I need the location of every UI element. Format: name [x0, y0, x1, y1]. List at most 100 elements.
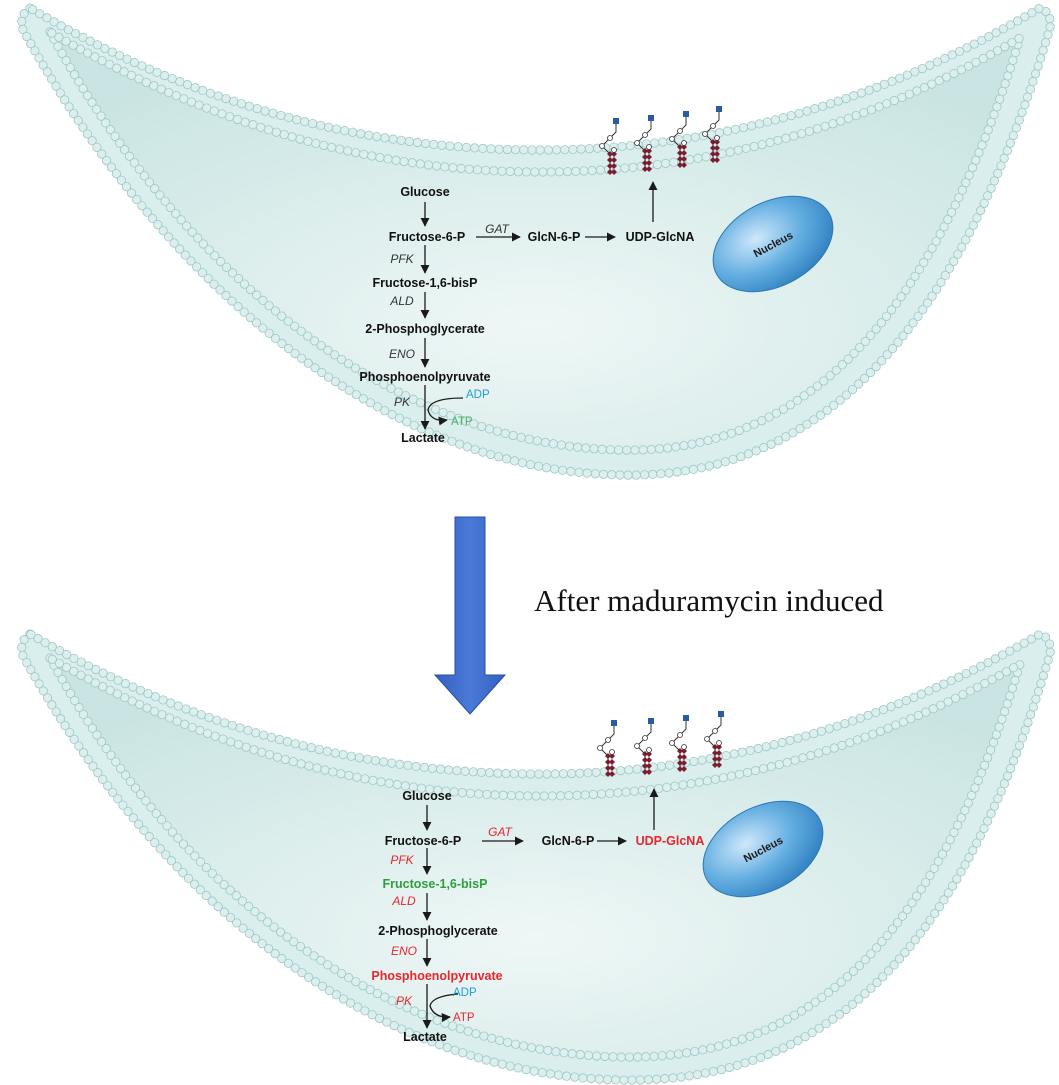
glycan-square	[716, 106, 722, 112]
lipid-head	[967, 163, 978, 173]
lipid-head	[611, 1075, 621, 1085]
lipid-head	[952, 874, 962, 884]
lipid-head	[583, 1050, 594, 1060]
lipid-head	[17, 642, 27, 653]
lipid-head	[917, 63, 927, 74]
glycan-diamond	[646, 154, 652, 160]
lipid-head	[119, 145, 130, 155]
lipid-head	[158, 695, 168, 705]
lipid-head	[221, 290, 231, 301]
glycan-diamond	[712, 750, 718, 756]
lipid-head	[746, 121, 757, 131]
lipid-head	[897, 92, 907, 103]
lipid-head	[1011, 123, 1021, 133]
lipid-head	[781, 432, 791, 442]
lipid-head	[590, 469, 600, 479]
lipid-head	[702, 776, 712, 786]
lipid-head	[171, 209, 181, 219]
lipid-head	[219, 907, 229, 917]
lipid-head	[575, 768, 585, 778]
arrow-adp-atp	[427, 397, 464, 426]
2-phosphoglycerate-label: 2-Phosphoglycerate	[378, 924, 498, 938]
lipid-head	[204, 712, 214, 723]
2-phosphoglycerate-label: 2-Phosphoglycerate	[365, 322, 485, 336]
glycan-circle	[599, 143, 605, 149]
lipid-head	[338, 750, 348, 760]
lipid-head	[690, 132, 700, 142]
lipid-head	[630, 445, 640, 455]
glycan-circle	[681, 744, 687, 750]
lipid-head	[1017, 107, 1027, 118]
lipid-head	[871, 943, 882, 953]
lipid-head	[289, 937, 299, 947]
adp-label: ADP	[453, 987, 477, 999]
lipid-head	[447, 436, 457, 446]
lipid-head	[225, 912, 236, 923]
lipid-head	[913, 710, 923, 721]
lipid-head	[877, 937, 887, 947]
lipid-head	[151, 808, 161, 819]
lipid-head	[105, 125, 115, 135]
glycan-diamond	[646, 160, 652, 166]
lipid-head	[824, 724, 834, 734]
lipid-head	[927, 291, 937, 301]
lipid-head	[627, 1075, 637, 1085]
lipid-head	[550, 464, 560, 474]
lipid-head	[721, 750, 731, 761]
lipid-head	[712, 459, 722, 469]
lipid-head	[939, 222, 949, 232]
lipid-head	[521, 1064, 531, 1075]
lipid-head	[876, 318, 886, 328]
lipid-head	[119, 67, 129, 77]
lipid-head	[711, 433, 721, 443]
glcn-6-p-label: GlcN-6-P	[542, 834, 595, 848]
lipid-head	[178, 839, 189, 849]
lipid-head	[135, 699, 145, 710]
lipid-head	[1000, 42, 1010, 52]
lipid-head	[860, 955, 870, 965]
lipid-head	[209, 279, 219, 289]
lipid-head	[295, 941, 306, 952]
lipid-head	[271, 127, 281, 137]
lipid-head	[368, 775, 378, 785]
lipid-head	[701, 152, 711, 162]
lipid-head	[432, 1015, 442, 1025]
lipid-head	[1033, 630, 1043, 640]
lipid-head	[149, 706, 160, 716]
lipid-head	[792, 395, 802, 406]
glycan-square	[718, 711, 724, 717]
lipid-head	[26, 39, 36, 49]
lipid-head	[430, 404, 441, 414]
lipid-head	[156, 84, 166, 94]
lipid-head	[47, 700, 57, 710]
lipid-head	[810, 997, 820, 1007]
lipid-head	[190, 851, 200, 861]
lipid-head	[883, 966, 894, 976]
glycan-circle	[669, 740, 675, 746]
lipid-head	[790, 755, 800, 765]
lipid-head	[909, 692, 919, 702]
glycan-diamond	[677, 162, 683, 168]
lipid-head	[656, 761, 667, 771]
lipid-head	[429, 139, 439, 149]
lipid-head	[654, 783, 664, 794]
lipid-head	[912, 86, 922, 96]
lipid-head	[56, 21, 66, 31]
lipid-head	[221, 262, 232, 272]
lipid-head	[309, 336, 320, 346]
lipid-head	[83, 674, 93, 684]
lipid-head	[471, 1029, 481, 1039]
lipid-head	[994, 722, 1004, 732]
lipid-head	[141, 796, 151, 806]
lipid-head	[389, 1021, 399, 1031]
lipid-head	[367, 1010, 377, 1020]
lipid-head	[380, 406, 390, 416]
lipid-head	[734, 425, 744, 436]
lipid-head	[344, 973, 354, 983]
pfk-enzyme-label: PFK	[390, 853, 414, 867]
lipid-head	[47, 28, 57, 38]
lipid-head	[815, 410, 826, 420]
lipid-head	[574, 467, 584, 477]
lipid-head	[38, 60, 48, 70]
lipid-head	[465, 788, 476, 798]
